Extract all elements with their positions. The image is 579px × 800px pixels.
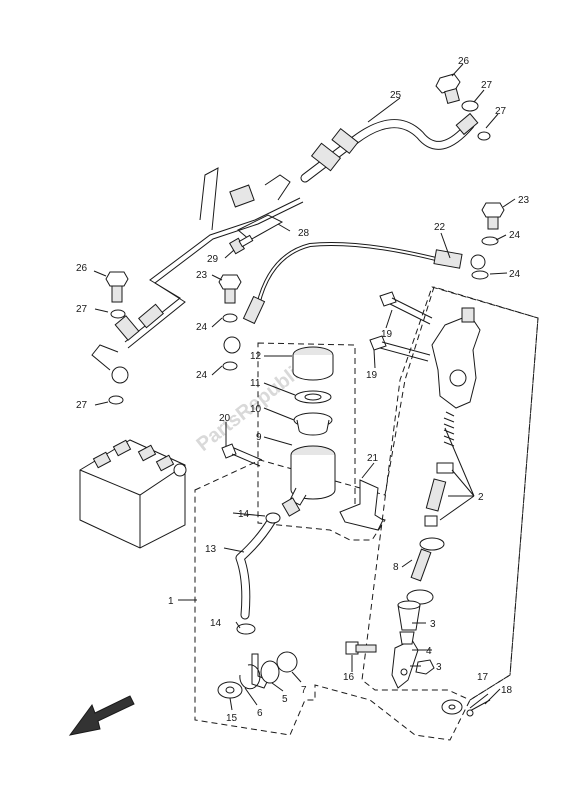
callout-2: 2 xyxy=(478,492,484,503)
reservoir-hose-13 xyxy=(235,515,277,620)
callout-23-right: 23 xyxy=(518,195,530,206)
diaphragm-10 xyxy=(293,412,333,436)
callout-27-right-upper: 27 xyxy=(481,80,493,91)
callout-4: 4 xyxy=(426,646,432,657)
o-ring-7 xyxy=(276,651,298,673)
callout-26-left: 26 xyxy=(76,263,88,274)
callout-22: 22 xyxy=(434,222,446,233)
callout-11: 11 xyxy=(250,378,261,389)
bolt-16 xyxy=(345,641,377,655)
abs-unit xyxy=(79,439,187,549)
hose-clips-14 xyxy=(236,512,281,635)
callout-28: 28 xyxy=(298,228,310,239)
union-bolt-23-left xyxy=(218,274,242,304)
leader-lines xyxy=(93,63,516,711)
callout-15: 15 xyxy=(226,713,238,724)
circlip-6 xyxy=(239,664,261,690)
callout-6: 6 xyxy=(257,708,263,719)
boot-3 xyxy=(397,600,421,631)
union-bolt-23-right xyxy=(481,202,505,230)
callout-5: 5 xyxy=(282,694,288,705)
callout-12: 12 xyxy=(250,351,262,362)
master-cylinder-body xyxy=(431,307,481,409)
callout-16: 16 xyxy=(343,672,355,683)
brake-hose-upper xyxy=(300,112,479,183)
callout-3-nut: 3 xyxy=(436,662,442,673)
pushrod-8 xyxy=(406,537,445,605)
brake-hose-rear xyxy=(242,242,463,325)
reservoir-tank-9 xyxy=(289,445,336,506)
cotter-pin-18 xyxy=(466,699,491,717)
callout-27-left-upper: 27 xyxy=(76,304,88,315)
callout-3-boot: 3 xyxy=(430,619,436,630)
brake-pipe xyxy=(91,167,304,371)
callout-26-right: 26 xyxy=(458,56,470,67)
callout-24-left-upper: 24 xyxy=(196,322,208,333)
callout-8: 8 xyxy=(393,562,399,573)
callout-24-left-lower: 24 xyxy=(196,370,208,381)
callout-24-right-lower: 24 xyxy=(509,269,521,280)
nut-3 xyxy=(415,659,435,675)
washer-15 xyxy=(217,681,243,699)
callout-27-left-lower: 27 xyxy=(76,400,88,411)
callout-21: 21 xyxy=(367,453,379,464)
copper-washers xyxy=(108,100,499,405)
master-cylinder-kit-2 xyxy=(424,411,455,527)
callout-27-right-lower: 27 xyxy=(495,106,507,117)
clevis-4 xyxy=(391,631,419,689)
callout-25: 25 xyxy=(390,90,402,101)
reservoir-cap-12 xyxy=(292,346,334,381)
callout-1: 1 xyxy=(168,596,174,607)
callout-20: 20 xyxy=(219,413,231,424)
bolt-29 xyxy=(228,234,254,255)
callout-14-lower: 14 xyxy=(210,618,222,629)
bolt-19-upper xyxy=(379,291,433,325)
callout-13: 13 xyxy=(205,544,217,555)
o-ring-5 xyxy=(260,660,280,684)
callout-19-upper: 19 xyxy=(381,329,393,340)
banjo-fittings xyxy=(111,254,486,384)
callout-7: 7 xyxy=(301,685,307,696)
callout-17: 17 xyxy=(477,672,489,683)
callout-23-left: 23 xyxy=(196,270,208,281)
callout-14-upper: 14 xyxy=(238,509,250,520)
callout-9: 9 xyxy=(256,432,262,443)
callout-19-lower: 19 xyxy=(366,370,378,381)
union-bolt-26-right xyxy=(435,73,461,104)
callout-18: 18 xyxy=(501,685,513,696)
callout-10: 10 xyxy=(250,404,262,415)
reservoir-bracket-21 xyxy=(339,479,384,531)
callout-labels: 1 2 3 3 4 5 6 7 8 9 10 11 12 13 14 14 15… xyxy=(76,56,530,724)
front-direction-arrow xyxy=(68,695,135,736)
callout-29: 29 xyxy=(207,254,219,265)
bolt-19-lower xyxy=(369,335,431,362)
washer-17 xyxy=(441,699,463,715)
diaphragm-plate-11 xyxy=(294,390,332,404)
union-bolt-26-left xyxy=(105,271,129,303)
callout-24-right-upper: 24 xyxy=(509,230,521,241)
bolt-20 xyxy=(221,443,263,467)
assembly-outlines xyxy=(194,286,539,741)
